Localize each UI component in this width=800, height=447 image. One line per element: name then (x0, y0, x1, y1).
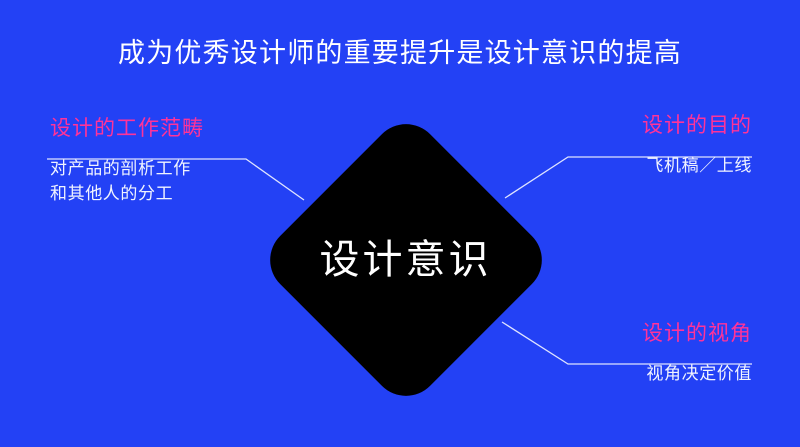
center-diamond: 设计意识 (255, 109, 556, 410)
callout-left: 设计的工作范畴 对产品的剖析工作 和其他人的分工 (50, 115, 300, 206)
center-diamond-label: 设计意识 (319, 237, 492, 282)
callout-left-heading: 设计的工作范畴 (50, 117, 204, 140)
page-title: 成为优秀设计师的重要提升是设计意识的提高 (118, 38, 682, 68)
callout-right-top-heading: 设计的目的 (642, 114, 752, 137)
callout-left-body: 对产品的剖析工作 和其他人的分工 (50, 159, 191, 203)
callout-right-bottom-body: 视角决定价值 (646, 364, 752, 383)
callout-right-bottom-heading: 设计的视角 (642, 322, 752, 345)
callout-right-top: 设计的目的 飞机稿／上线 (452, 112, 752, 178)
callout-right-top-body: 飞机稿／上线 (646, 156, 752, 175)
callout-right-bottom: 设计的视角 视角决定价值 (452, 320, 752, 386)
